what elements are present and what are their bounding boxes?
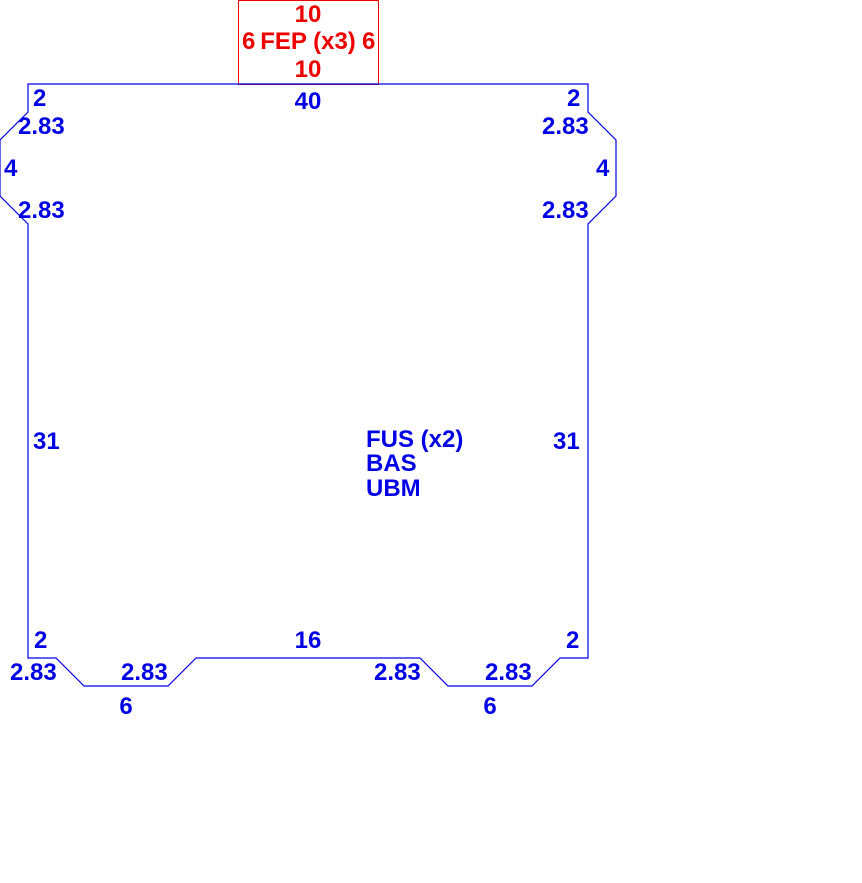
dim-top-right-2: 2 [567, 85, 580, 112]
fep-bottom-dim: 10 [295, 56, 322, 83]
dim-notch1-chamfer-right: 2.83 [121, 659, 168, 686]
dim-notch2-chamfer-left: 2.83 [374, 659, 421, 686]
fep-top-dim: 10 [295, 1, 322, 28]
dim-bottom-16: 16 [295, 627, 322, 654]
dim-bottom-left-2: 2 [34, 627, 47, 654]
dim-bottom-right-2: 2 [566, 627, 579, 654]
dim-top-left-2: 2 [33, 85, 46, 112]
dim-left-4: 4 [4, 155, 18, 182]
part-label-ubm: UBM [366, 475, 421, 502]
dim-right-chamfer-bottom: 2.83 [542, 197, 589, 224]
fep-right-dim: 6 [362, 28, 375, 55]
dim-right-31: 31 [553, 428, 580, 455]
main-outline [0, 83, 617, 687]
dim-notch1-chamfer-left: 2.83 [10, 659, 57, 686]
dim-notch2-chamfer-right: 2.83 [485, 659, 532, 686]
dim-left-chamfer-top: 2.83 [18, 113, 65, 140]
part-label-bas: BAS [366, 450, 417, 477]
dim-left-chamfer-bottom: 2.83 [18, 197, 65, 224]
part-label-fus: FUS (x2) [366, 426, 463, 453]
dim-right-4: 4 [596, 155, 610, 182]
dim-notch1-width: 6 [119, 693, 132, 720]
fep-left-dim: 6 [242, 28, 255, 55]
dim-top-40: 40 [295, 88, 322, 115]
dim-notch2-width: 6 [483, 693, 496, 720]
dim-left-31: 31 [33, 428, 60, 455]
dim-right-chamfer-top: 2.83 [542, 113, 589, 140]
fep-label: FEP (x3) [260, 28, 356, 55]
